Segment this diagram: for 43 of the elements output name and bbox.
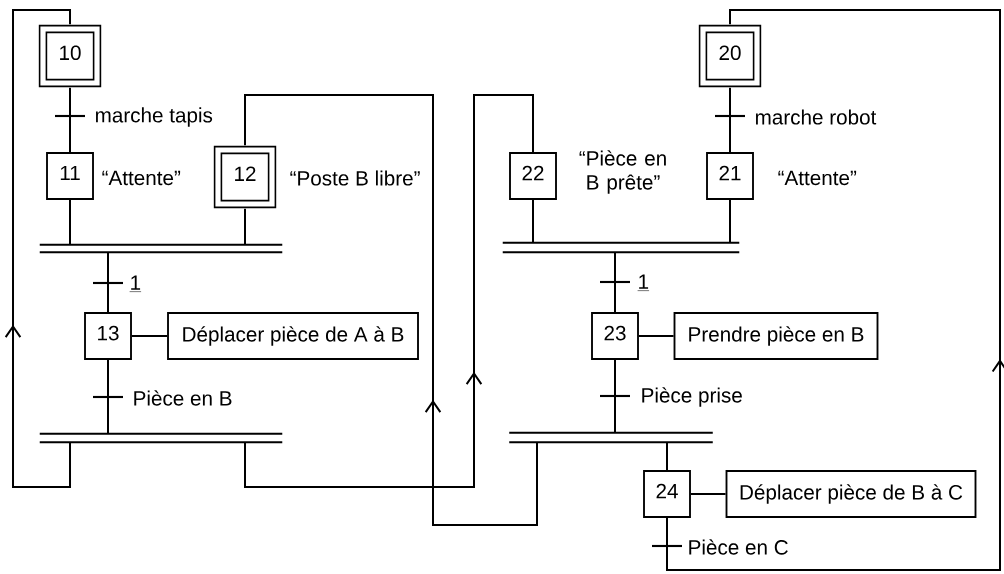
connector (729, 198, 731, 244)
step-box: 21 (706, 152, 754, 200)
transition-label: 1 (636, 273, 651, 293)
step-box: 23 (591, 312, 639, 360)
step-comment: “Attente” (778, 170, 857, 186)
connector (666, 9, 1004, 571)
synchronization-bar (502, 241, 740, 254)
initial-step-box: 12 (213, 145, 277, 209)
connector (614, 358, 616, 434)
connector (666, 441, 668, 472)
step-comment: “Attente” (102, 170, 181, 186)
synchronization-bar (39, 432, 283, 444)
synchronization-bar (509, 431, 713, 444)
action-box: Déplacer pièce de A à B (167, 312, 419, 360)
connector (637, 335, 675, 337)
transition-label: marche robot (753, 108, 878, 126)
connector (107, 358, 109, 435)
connector (729, 86, 731, 154)
synchronization-bar (39, 243, 283, 254)
action-box: Prendre pièce en B (673, 312, 879, 360)
transition-label: Pièce en C (686, 537, 791, 557)
step-box: 11 (46, 152, 94, 200)
connector (69, 86, 71, 154)
transition-label: marche tapis (93, 106, 215, 128)
step-comment: “Pièce en B prête” (579, 150, 666, 194)
connector (689, 493, 727, 495)
connector (244, 207, 246, 246)
connector (4, 9, 71, 488)
initial-step-box: 20 (698, 24, 762, 88)
transition-label: 1 (128, 274, 143, 294)
connector (532, 198, 534, 244)
step-box: 24 (643, 470, 691, 518)
step-box: 13 (84, 312, 132, 360)
connector (614, 251, 616, 314)
transition-label: Pièce en B (131, 388, 234, 408)
connector (107, 251, 109, 314)
initial-step-box: 10 (38, 24, 102, 88)
action-box: Déplacer pièce de B à C (725, 470, 977, 518)
connector (69, 198, 71, 246)
step-comment: “Poste B libre” (290, 170, 420, 186)
connector (130, 335, 169, 337)
transition-label: Pièce prise (639, 385, 745, 409)
step-box: 22 (509, 152, 557, 200)
